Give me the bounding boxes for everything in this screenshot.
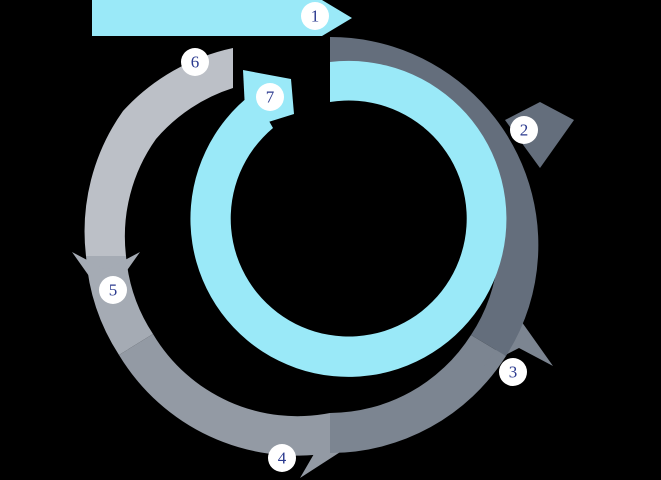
badge-4-label: 4: [277, 448, 287, 467]
badge-5-label: 5: [108, 280, 118, 299]
badge-2[interactable]: 2: [510, 116, 538, 144]
badge-1-label: 1: [310, 6, 320, 25]
badge-7[interactable]: 7: [256, 83, 284, 111]
badge-3[interactable]: 3: [499, 358, 527, 386]
segment-7-ring[interactable]: [190, 60, 507, 377]
badge-4[interactable]: 4: [268, 444, 296, 472]
badge-2-label: 2: [519, 120, 529, 139]
badge-1[interactable]: 1: [301, 2, 329, 30]
badge-6-label: 6: [190, 52, 200, 71]
badge-3-label: 3: [508, 362, 518, 381]
badge-5[interactable]: 5: [99, 276, 127, 304]
badge-7-label: 7: [265, 87, 275, 106]
segment-1-bar[interactable]: [92, 0, 352, 36]
segment-3-arc[interactable]: [330, 318, 553, 454]
badge-6[interactable]: 6: [181, 48, 209, 76]
segment-4-arc[interactable]: [119, 334, 348, 478]
segment-6-arc[interactable]: [84, 48, 234, 256]
